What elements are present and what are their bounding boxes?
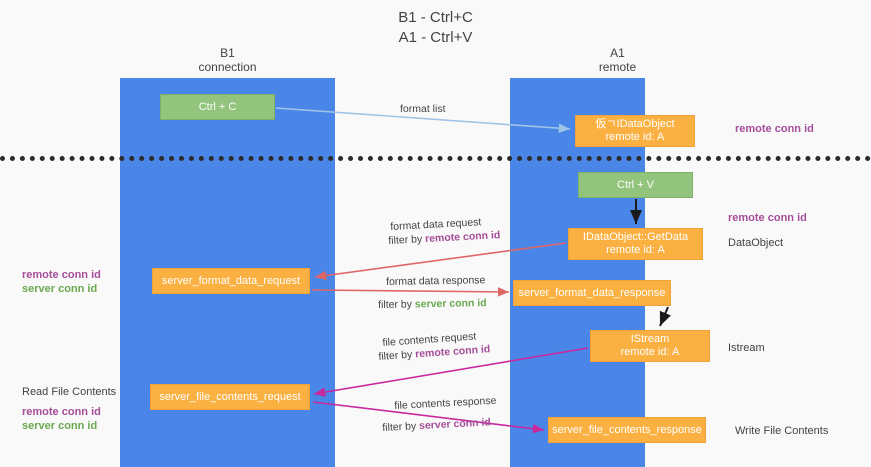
- note-istream: Istream: [728, 341, 765, 355]
- box-istream-line2: remote id: A: [620, 346, 680, 358]
- filter-prefix: filter by: [382, 420, 420, 434]
- arrow-label-format-data-response: format data response: [386, 273, 485, 289]
- title-line-2: A1 - Ctrl+V: [398, 29, 473, 46]
- box-proxy-dataobject-line2: remote id: A: [605, 131, 665, 143]
- arrow-label-format-data-response-text: format data response: [386, 274, 486, 288]
- filter-prefix: filter by: [388, 233, 426, 247]
- title-line-1: B1 - Ctrl+C: [398, 9, 473, 26]
- box-server-format-data-request[interactable]: server_format_data_request: [152, 268, 310, 294]
- note-dataobject: DataObject: [728, 236, 783, 250]
- box-server-file-contents-request[interactable]: server_file_contents_request: [150, 384, 310, 410]
- column-header-a1-name: A1: [610, 46, 625, 60]
- filter-key-remote-conn-id: remote conn id: [424, 229, 501, 246]
- note-remote-conn-id-mid: remote conn id: [728, 211, 807, 225]
- filter-prefix: filter by: [378, 298, 415, 311]
- note-left-conn-ids-bottom: Read File Contents remote conn id server…: [22, 385, 116, 433]
- note-istream-text: Istream: [728, 342, 765, 354]
- note-remote-conn-id-top: remote conn id: [735, 122, 814, 136]
- box-server-file-contents-request-label: server_file_contents_request: [159, 390, 301, 403]
- filter-key-server-conn-id: server conn id: [414, 297, 487, 311]
- box-ctrl-v-label: Ctrl + V: [617, 178, 654, 191]
- box-ctrl-c[interactable]: Ctrl + C: [160, 94, 275, 120]
- note-remote-conn-id-mid-text: remote conn id: [728, 212, 807, 224]
- column-header-b1-sub: connection: [198, 60, 257, 74]
- note-left-conn-ids-top: remote conn id server conn id: [22, 268, 101, 296]
- arrow-label-file-contents-response-filter: filter by server conn id: [382, 415, 491, 435]
- column-header-a1: A1 remote: [545, 46, 690, 74]
- box-server-format-data-response-label: server_format_data_response: [518, 286, 666, 299]
- box-idataobject-getdata[interactable]: IDataObject::GetData remote id: A: [568, 228, 703, 260]
- box-istream[interactable]: IStream remote id: A: [590, 330, 710, 362]
- box-proxy-dataobject-line1: 仮ㄱIDataObject: [595, 118, 675, 130]
- box-ctrl-v[interactable]: Ctrl + V: [578, 172, 693, 198]
- note-remote-conn-id-top-text: remote conn id: [735, 123, 814, 135]
- arrow-label-format-list: format list: [400, 102, 446, 116]
- note-dataobject-text: DataObject: [728, 237, 784, 249]
- box-ctrl-c-label: Ctrl + C: [198, 100, 237, 113]
- box-istream-line1: IStream: [630, 333, 670, 345]
- note-write-file-contents-text: Write File Contents: [735, 425, 829, 437]
- arrow-label-format-data-response-filter: filter by server conn id: [378, 296, 487, 312]
- box-server-format-data-response[interactable]: server_format_data_response: [513, 280, 671, 306]
- note-left-remote-conn-id-top: remote conn id: [22, 269, 101, 281]
- box-idataobject-getdata-line1: IDataObject::GetData: [582, 231, 689, 243]
- page-title: B1 - Ctrl+C A1 - Ctrl+V: [0, 8, 871, 48]
- arrow-label-file-contents-response: file contents response: [394, 394, 497, 413]
- box-server-file-contents-response[interactable]: server_file_contents_response: [548, 417, 706, 443]
- box-proxy-dataobject[interactable]: 仮ㄱIDataObject remote id: A: [575, 115, 695, 147]
- note-left-remote-conn-id-bottom: remote conn id: [22, 406, 101, 418]
- box-server-file-contents-response-label: server_file_contents_response: [552, 423, 702, 436]
- arrow-label-file-contents-response-text: file contents response: [394, 394, 497, 412]
- column-header-a1-sub: remote: [598, 60, 637, 74]
- filter-prefix: filter by: [378, 348, 416, 363]
- arrow-label-format-list-text: format list: [400, 103, 446, 115]
- filter-key-remote-conn-id: remote conn id: [414, 343, 491, 361]
- box-idataobject-getdata-line2: remote id: A: [606, 244, 665, 256]
- note-left-server-conn-id-top: server conn id: [22, 283, 98, 295]
- column-header-b1-name: B1: [220, 46, 235, 60]
- note-left-server-conn-id-bottom: server conn id: [22, 420, 98, 432]
- column-header-b1: B1 connection: [155, 46, 300, 74]
- phase-divider: [0, 156, 871, 161]
- box-server-format-data-request-label: server_format_data_request: [161, 274, 301, 287]
- filter-key-server-conn-id: server conn id: [418, 416, 492, 433]
- note-write-file-contents: Write File Contents: [735, 424, 828, 438]
- note-read-file-contents: Read File Contents: [22, 386, 117, 398]
